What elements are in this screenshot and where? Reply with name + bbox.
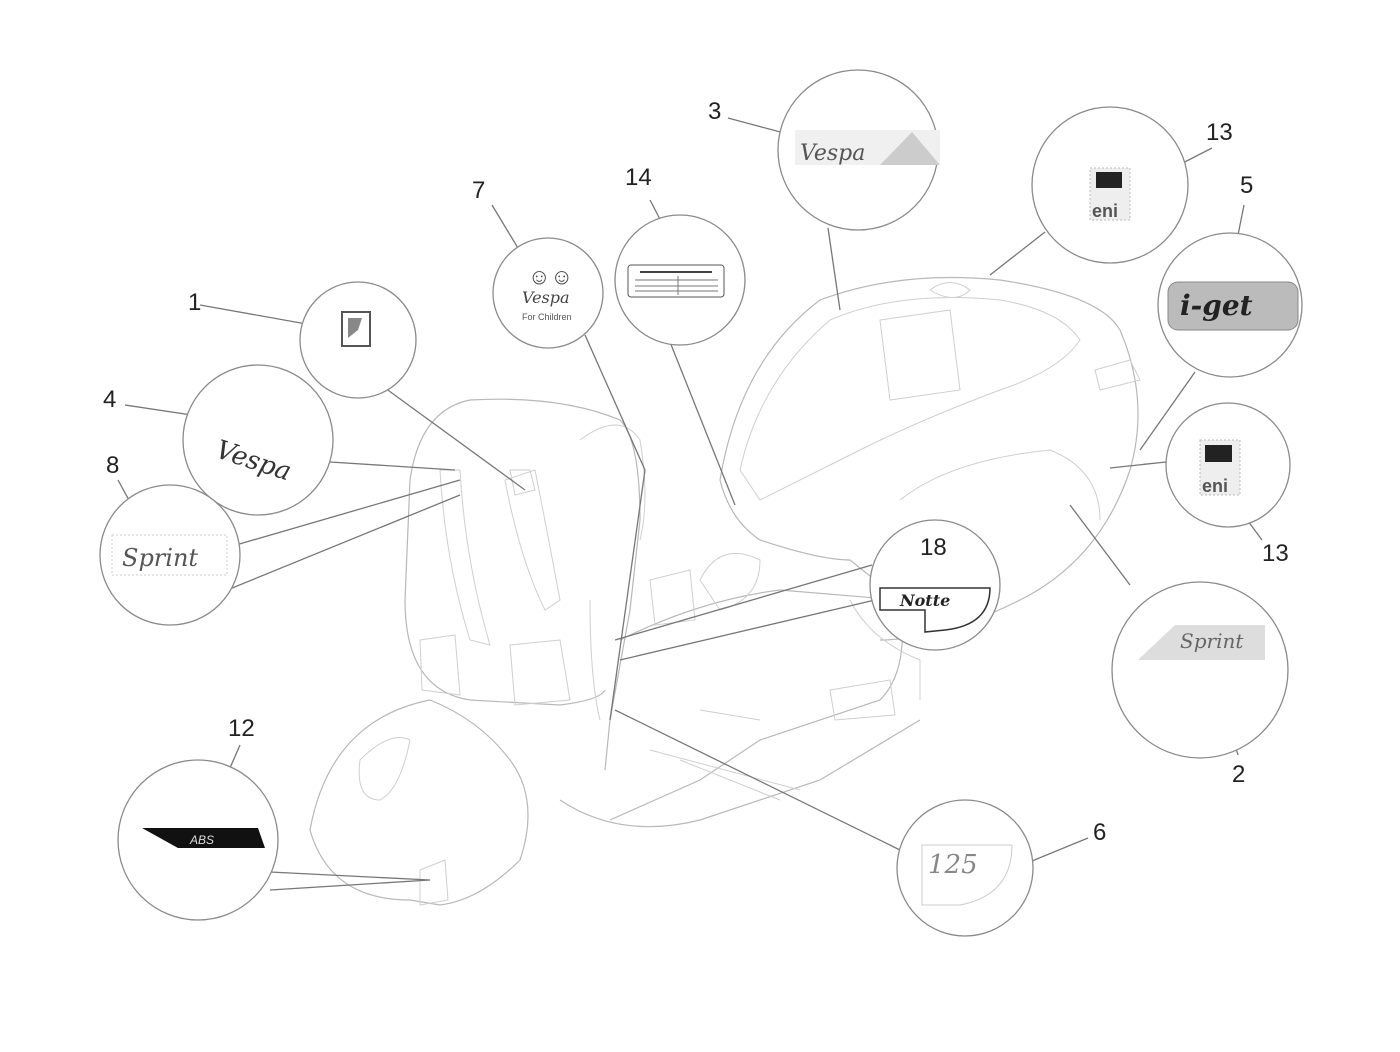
callout-18: Notte 18: [869, 519, 1001, 651]
i-get-badge-plate: [1167, 281, 1299, 331]
notte-text: Notte: [899, 591, 950, 610]
sprint-decal-text: Sprint: [1180, 629, 1244, 653]
children-figures-icon: ☺☺: [528, 264, 573, 289]
callout-number: 3: [708, 98, 721, 125]
callout-8: Sprint 8: [99, 452, 241, 626]
callout-number: 7: [472, 177, 485, 204]
callout-12: ABS 12: [117, 715, 279, 921]
eni-dog-logo-icon: [1096, 172, 1122, 188]
callout-14: 14: [614, 164, 746, 346]
callout-13-bottom: eni 13: [1165, 402, 1291, 567]
callout-number: 13: [1206, 119, 1233, 146]
eni-text: eni: [1092, 201, 1118, 221]
callout-3: Vespa 3: [708, 69, 940, 231]
callout-5: i-get 5: [1157, 172, 1303, 378]
callout-13-top: eni 13: [1031, 106, 1233, 264]
callout-number: 2: [1232, 761, 1245, 788]
eni-dog-logo-icon: [1205, 445, 1232, 462]
callout-7: ☺☺ Vespa For Children 7: [472, 177, 604, 349]
vespa-decal-text: Vespa: [800, 141, 865, 166]
callout-number: 13: [1262, 540, 1289, 567]
callout-number: 12: [228, 715, 255, 742]
callout-number: 14: [625, 164, 652, 191]
info-label-table-icon: [627, 264, 725, 298]
callout-number: 18: [920, 534, 947, 561]
sticker-subtext: For Children: [522, 312, 572, 322]
notte-badge-shape: [879, 587, 991, 633]
eni-text: eni: [1202, 476, 1228, 496]
sticker-vespa-text: Vespa: [522, 288, 570, 307]
callout-2: Sprint 2: [1111, 581, 1289, 788]
callout-4: Vespa 4: [103, 364, 334, 516]
callout-number: 1: [188, 289, 201, 316]
callout-1: 1: [188, 281, 417, 399]
callout-number: 8: [106, 452, 119, 479]
sprint-badge-text: Sprint: [122, 544, 198, 572]
abs-decal-shape: [142, 828, 265, 848]
displacement-text: 125: [928, 850, 978, 880]
scooter-illustration: [309, 276, 1141, 906]
callout-6: 125 6: [896, 799, 1106, 937]
i-get-text: i-get: [1180, 289, 1253, 322]
piaggio-shield-icon: [348, 318, 362, 338]
callout-number: 4: [103, 386, 116, 413]
callout-number: 5: [1240, 172, 1253, 199]
leader-lines: [117, 117, 1263, 891]
abs-text: ABS: [189, 833, 214, 847]
callout-number: 6: [1093, 819, 1106, 846]
